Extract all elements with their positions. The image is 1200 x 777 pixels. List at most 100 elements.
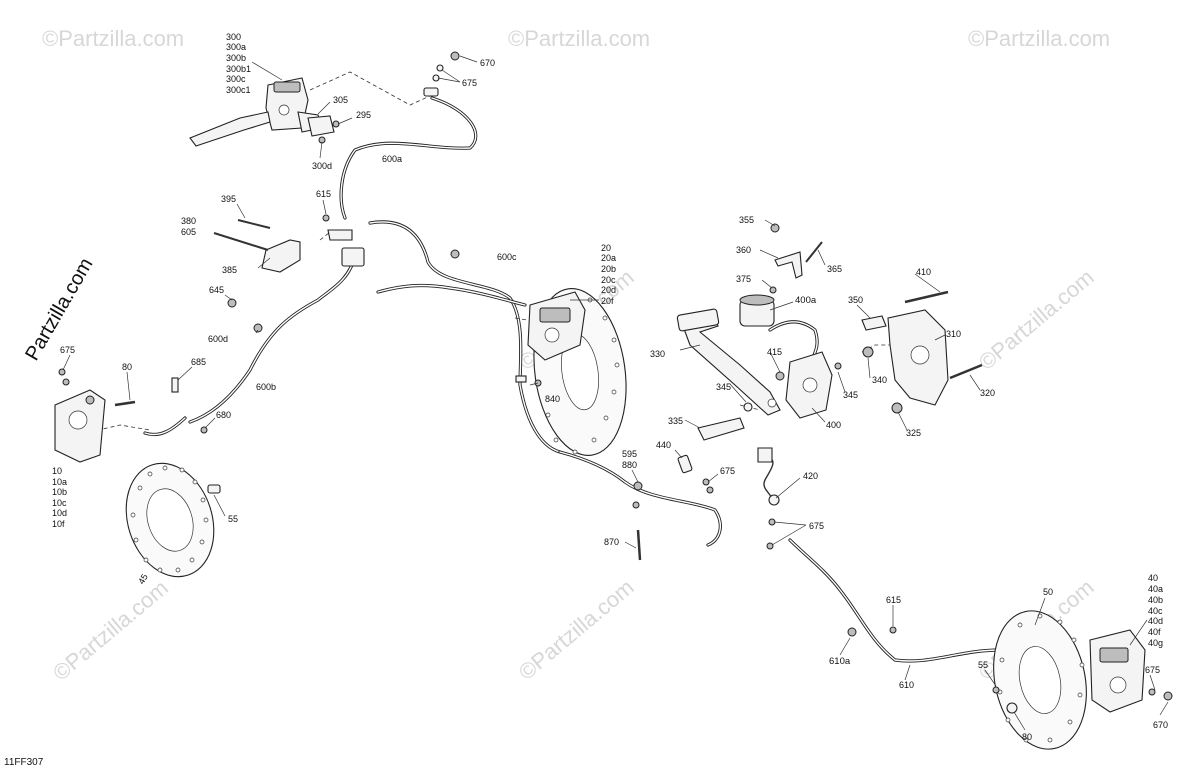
callout-300d: 300d [312, 161, 332, 171]
callout-385: 385 [222, 265, 237, 275]
rear-caliper [1089, 629, 1173, 713]
callout-80: 80 [1022, 732, 1032, 742]
svg-text:605: 605 [181, 227, 196, 237]
callout-340: 340 [872, 375, 887, 385]
callout-595: 595 880 [622, 449, 637, 470]
callout-600c: 600c [497, 252, 517, 262]
callout-870: 870 [604, 537, 619, 547]
handlebar-master-cylinder [189, 77, 323, 147]
callout-325: 325 [906, 428, 921, 438]
callout-840: 840 [545, 394, 560, 404]
diagram-code: 11FF307 [4, 757, 44, 768]
svg-text:20f: 20f [601, 296, 614, 306]
callout-335: 335 [668, 416, 683, 426]
watermark: ©Partzilla.com [508, 26, 650, 51]
callout-310: 310 [946, 329, 961, 339]
callout-55: 55 [228, 514, 238, 524]
callout-400a: 400a [795, 295, 817, 306]
disc-holes [997, 613, 1085, 743]
callout-615: 615 [886, 595, 901, 605]
svg-text:20d: 20d [601, 285, 616, 295]
callout-45: 45 [136, 572, 150, 586]
callout-leader-lines [62, 55, 1169, 731]
callout-395: 395 [221, 194, 236, 204]
disc-holes [130, 465, 209, 573]
callout-50: 50 [1043, 587, 1053, 597]
svg-text:40c: 40c [1148, 606, 1163, 616]
callout-10: 10 10a 10b 10c 10d 10f [52, 466, 67, 529]
callout-670: 670 [1153, 720, 1168, 730]
svg-text:40: 40 [1148, 573, 1158, 583]
callout-300: 300 300a 300b 300b1 300c 300c1 [226, 32, 251, 95]
callout-600b: 600b [256, 382, 276, 392]
svg-text:40b: 40b [1148, 595, 1163, 605]
callout-610: 610 [899, 680, 914, 690]
svg-text:10: 10 [52, 466, 62, 476]
callout-600d: 600d [208, 334, 228, 344]
callout-40: 40 40a 40b 40c 40d 40f 40g [1148, 573, 1163, 648]
callout-20: 20 20a 20b 20c 20d 20f [601, 243, 616, 306]
callout-345: 345 [716, 382, 731, 392]
callout-410: 410 [916, 267, 931, 277]
callout-365: 365 [827, 264, 842, 274]
callout-685: 685 [191, 357, 206, 367]
watermark: ©Partzilla.com [42, 26, 184, 51]
svg-text:40g: 40g [1148, 638, 1163, 648]
disc-holes [545, 297, 620, 455]
svg-text:380: 380 [181, 216, 196, 226]
callout-295: 295 [356, 110, 371, 120]
callout-400: 400 [826, 420, 841, 430]
svg-text:10d: 10d [52, 508, 67, 518]
callout-675: 675 [720, 466, 735, 476]
callout-380: 380 605 [181, 216, 196, 237]
svg-text:10b: 10b [52, 487, 67, 497]
svg-text:20: 20 [601, 243, 611, 253]
callout-645: 645 [209, 285, 224, 295]
svg-text:40a: 40a [1148, 584, 1163, 594]
callout-615: 615 [316, 189, 331, 199]
mounting-bracket [307, 115, 340, 144]
svg-text:300c1: 300c1 [226, 85, 251, 95]
brake-pedal [676, 308, 781, 416]
callout-345: 345 [843, 390, 858, 400]
callout-440: 440 [656, 440, 671, 450]
svg-text:300b: 300b [226, 53, 246, 63]
svg-text:880: 880 [622, 460, 637, 470]
callout-350: 350 [848, 295, 863, 305]
banjo-bolt-top [423, 51, 460, 97]
svg-text:300c: 300c [226, 74, 246, 84]
callout-320: 320 [980, 388, 995, 398]
svg-text:20c: 20c [601, 275, 616, 285]
callout-355: 355 [739, 215, 754, 225]
distribution-block [213, 214, 460, 333]
watermark: ©Partzilla.com [48, 575, 173, 686]
callout-675: 675 [60, 345, 75, 355]
rear-brake-disc [992, 610, 1087, 750]
callout-420: 420 [803, 471, 818, 481]
watermark: ©Partzilla.com [514, 574, 639, 685]
callout-375: 375 [736, 274, 751, 284]
callout-675: 675 [809, 521, 824, 531]
front-right-caliper [515, 291, 586, 387]
svg-text:300: 300 [226, 32, 241, 42]
callout-55: 55 [978, 660, 988, 670]
svg-text:300b1: 300b1 [226, 64, 251, 74]
front-left-caliper [54, 368, 208, 463]
svg-text:20b: 20b [601, 264, 616, 274]
front-left-brake-disc [125, 462, 221, 578]
svg-text:10a: 10a [52, 477, 67, 487]
callout-80: 80 [122, 362, 132, 372]
svg-text:20a: 20a [601, 253, 616, 263]
watermark: ©Partzilla.com [974, 264, 1099, 375]
callout-415: 415 [767, 347, 782, 357]
pedal-support-bracket [861, 290, 983, 414]
callout-600a: 600a [382, 154, 402, 164]
callout-305: 305 [333, 95, 348, 105]
svg-text:10c: 10c [52, 498, 67, 508]
svg-text:40f: 40f [1148, 627, 1161, 637]
callout-680: 680 [216, 410, 231, 420]
callout-labels: 300 300a 300b 300b1 300c 300c1 305 295 3… [52, 32, 1168, 742]
svg-text:300a: 300a [226, 42, 246, 52]
svg-text:595: 595 [622, 449, 637, 459]
